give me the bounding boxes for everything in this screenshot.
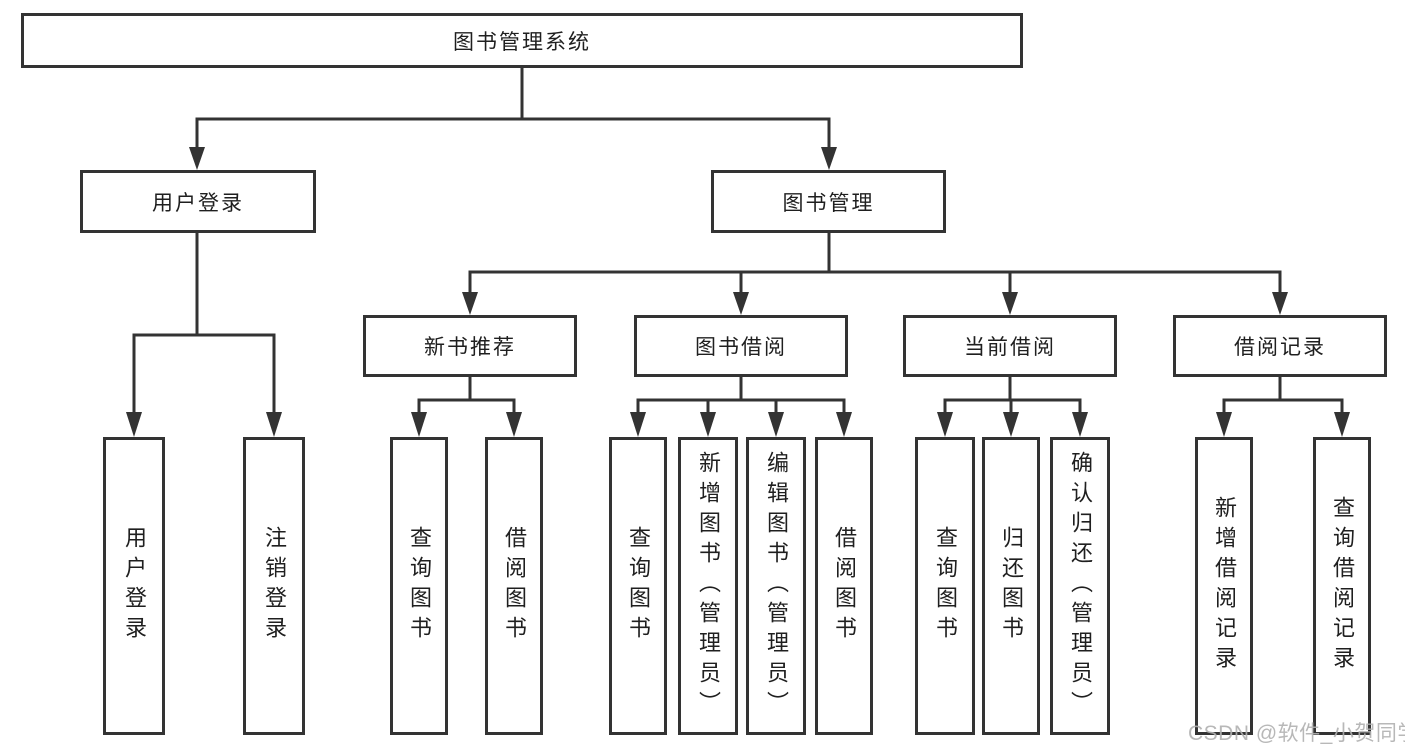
leaf-add-borrow-record: 新增借阅记录 bbox=[1195, 437, 1253, 735]
leaf-borrow-books: 借阅图书 bbox=[815, 437, 873, 735]
leaf-logout-login: 注销登录 bbox=[243, 437, 305, 735]
csdn-watermark: CSDN @软件_小贺同学 bbox=[1188, 722, 1405, 745]
leaf-user-login: 用户登录 bbox=[103, 437, 165, 735]
node-book-borrowing: 图书借阅 bbox=[634, 315, 848, 377]
node-current-borrowing: 当前借阅 bbox=[903, 315, 1117, 377]
node-book-management: 图书管理 bbox=[711, 170, 946, 233]
leaf-query-books-newrec: 查询图书 bbox=[390, 437, 448, 735]
node-user-login: 用户登录 bbox=[80, 170, 316, 233]
node-new-book-recommend: 新书推荐 bbox=[363, 315, 577, 377]
leaf-edit-books-admin: 编辑图书（管理员） bbox=[746, 437, 806, 735]
arrowhead-icons bbox=[126, 147, 1350, 437]
leaf-query-borrow-record: 查询借阅记录 bbox=[1313, 437, 1371, 735]
leaf-query-books-borrow: 查询图书 bbox=[609, 437, 667, 735]
node-library-management-system: 图书管理系统 bbox=[21, 13, 1023, 68]
leaf-add-books-admin: 新增图书（管理员） bbox=[678, 437, 738, 735]
leaf-confirm-return-admin: 确认归还（管理员） bbox=[1050, 437, 1110, 735]
leaf-query-books-current: 查询图书 bbox=[915, 437, 975, 735]
leaf-borrow-books-newrec: 借阅图书 bbox=[485, 437, 543, 735]
node-borrowing-records: 借阅记录 bbox=[1173, 315, 1387, 377]
leaf-return-books: 归还图书 bbox=[982, 437, 1040, 735]
